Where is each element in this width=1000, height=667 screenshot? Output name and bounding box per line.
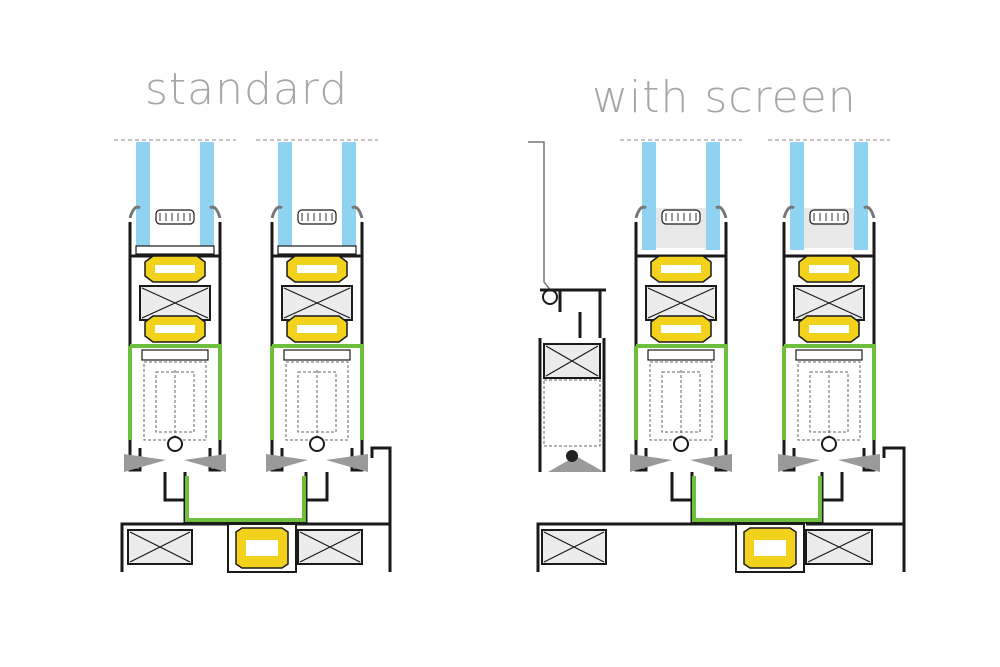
standard-sash-2-spacer	[297, 209, 337, 225]
standard-sash-1	[114, 139, 236, 472]
standard-sill-box-left-diag-b	[129, 531, 191, 563]
standard-sash-1-thermal-top-core	[155, 265, 195, 273]
screen-sash-2-gasket-left	[782, 205, 795, 219]
screen-roller-icon	[542, 289, 558, 305]
standard-jamb	[370, 446, 392, 572]
standard-sash-1-setting-block	[135, 245, 215, 255]
standard-sash-1-green-gasket	[128, 344, 222, 440]
standard-sash-2-wheel	[309, 436, 325, 452]
standard-sash-2-track-shade-left	[266, 454, 308, 472]
standard-sill	[120, 522, 390, 572]
standard-section	[114, 139, 392, 573]
standard-sash-2-setting-block	[277, 245, 357, 255]
screen-sill-box-right-diag-b	[807, 531, 871, 563]
screen-sash-1-green-gasket	[634, 344, 728, 440]
standard-sash-2-green-gasket	[270, 344, 364, 440]
standard-sash-1-track-shade-right	[184, 454, 226, 472]
standard-green-track	[185, 476, 306, 522]
screen-sash-1	[620, 139, 742, 472]
screen-sill-box-left-diag-b	[543, 531, 605, 563]
screen-sash-2-insulation-box-diag-b	[795, 287, 863, 319]
screen-sash-1-spacer	[661, 209, 701, 225]
standard-sash-2-glass-right	[342, 142, 356, 250]
screen-cord	[528, 141, 553, 293]
standard-sill-thermal-void	[246, 540, 278, 556]
screen-sash-1-gasket-left	[634, 205, 647, 219]
screen-mechanism	[543, 379, 601, 447]
screen-sill-thermal	[735, 523, 805, 573]
standard-sash-2-gasket-left	[270, 205, 283, 219]
screen-insulation-box-diag-b	[545, 345, 599, 377]
screen-sash-2-spacer	[809, 209, 849, 225]
with-screen-section	[528, 139, 906, 573]
standard-sash-2-track-shade-right	[326, 454, 368, 472]
screen-sash-2	[768, 139, 890, 472]
standard-sash-2-insulation-box-diag-b	[283, 287, 351, 319]
standard-sash-2-gasket-right	[351, 205, 364, 219]
screen-head	[540, 288, 606, 338]
standard-sash-2-thermal-top-core	[297, 265, 337, 273]
screen-sash-2-track-shade-right	[838, 454, 880, 472]
standard-sash-1-rail-cap	[141, 349, 209, 361]
standard-sash-1-glass-left	[136, 142, 150, 250]
standard-sash-1-gasket-left	[128, 205, 141, 219]
screen-sash-1-track-shade-right	[690, 454, 732, 472]
screen-sash-2-glass-right	[854, 142, 868, 250]
screen-sash-2-track-shade-left	[778, 454, 820, 472]
standard-sash-2-rail-cap	[283, 349, 351, 361]
screen-sill-thermal-frame	[735, 523, 805, 573]
screen-sash-1-track-shade-left	[630, 454, 672, 472]
screen-sash-1-thermal-bottom-core	[661, 325, 701, 333]
screen-green-track	[692, 476, 822, 522]
screen-sill-thermal-void	[754, 540, 786, 556]
standard-sill-box-right-diag-b	[299, 531, 361, 563]
with-screen-title: with screen	[592, 72, 857, 123]
screen-sash-1-glass-right	[706, 142, 720, 250]
screen-sash-2-thermal-bottom-core	[809, 325, 849, 333]
screen-pivot	[566, 450, 578, 462]
standard-sash-1-insulation-box-diag-b	[141, 287, 209, 319]
standard-sash-1-wheel	[167, 436, 183, 452]
screen-jamb	[882, 446, 906, 572]
standard-title: standard	[145, 64, 349, 115]
screen-frame	[538, 338, 606, 472]
standard-sash-1-thermal-bottom-core	[155, 325, 195, 333]
screen-track-shade	[548, 456, 604, 472]
screen-sash-2-thermal-top-core	[809, 265, 849, 273]
screen-sash-1-gasket-right	[715, 205, 728, 219]
standard-sash-1-gasket-right	[209, 205, 222, 219]
screen-sash-2-wheel	[821, 436, 837, 452]
screen-sash-1-insulation-box-diag-b	[647, 287, 715, 319]
standard-sill-thermal-frame	[227, 523, 297, 573]
standard-sash-1-glass-right	[200, 142, 214, 250]
screen-track-rail	[670, 472, 844, 524]
screen-sash-1-thermal-top-core	[661, 265, 701, 273]
standard-sash-2-thermal-bottom-core	[297, 325, 337, 333]
standard-sash-2	[256, 139, 378, 472]
standard-sill-thermal	[227, 523, 297, 573]
standard-sash-1-spacer	[155, 209, 195, 225]
screen-sash-2-gasket-right	[863, 205, 876, 219]
standard-sash-2-glass-left	[278, 142, 292, 250]
screen-sash-2-green-gasket	[782, 344, 876, 440]
screen-sash-1-rail-cap	[647, 349, 715, 361]
standard-sash-1-track-shade-left	[124, 454, 166, 472]
screen-sill-box-right	[805, 529, 873, 565]
screen-sash-2-rail-cap	[795, 349, 863, 361]
screen-sill	[536, 522, 904, 572]
screen-sash-1-glass-left	[642, 142, 656, 250]
screen-sash-1-wheel	[673, 436, 689, 452]
screen-sash-2-glass-left	[790, 142, 804, 250]
